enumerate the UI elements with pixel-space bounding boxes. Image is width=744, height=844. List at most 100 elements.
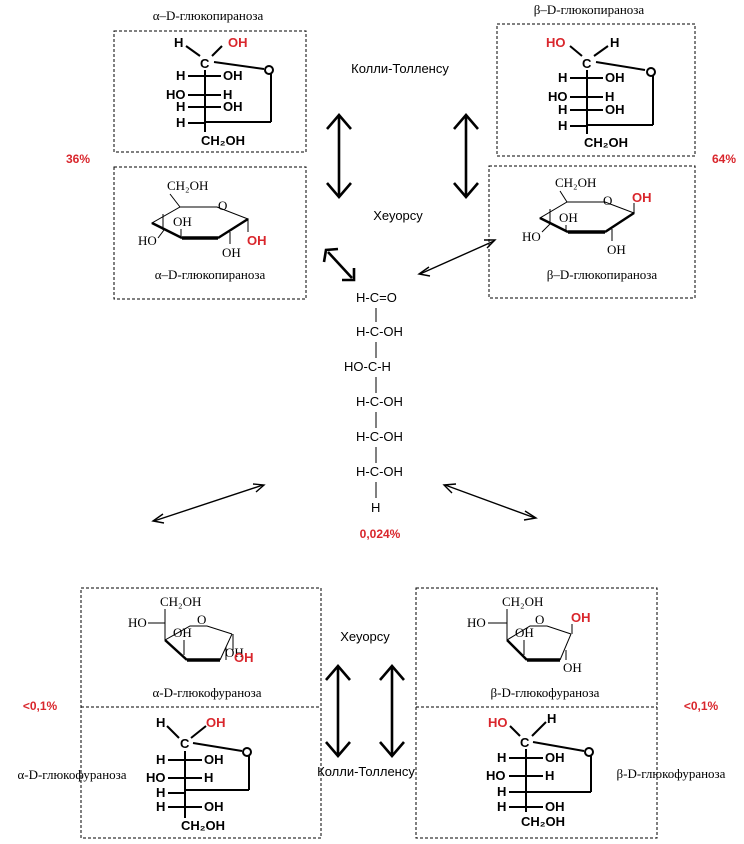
svg-text:H: H <box>558 118 567 133</box>
svg-text:C: C <box>200 56 210 71</box>
beta-furanose-tollens: HO H C H OH HO H H H OH CH₂OH <box>486 711 594 829</box>
beta-pyranose-haworth: CH₂OH O OH HO OH OH <box>522 175 652 257</box>
svg-text:CH₂OH: CH₂OH <box>502 594 543 609</box>
svg-text:HO: HO <box>548 89 568 104</box>
svg-text:O: O <box>218 198 227 213</box>
bottom-left-double-arrow <box>325 664 351 758</box>
svg-text:OH: OH <box>204 752 224 767</box>
svg-text:OH: OH <box>223 99 243 114</box>
svg-text:H: H <box>176 68 185 83</box>
svg-text:C: C <box>180 736 190 751</box>
svg-text:CH₂OH: CH₂OH <box>555 175 596 190</box>
svg-text:H: H <box>497 784 506 799</box>
alpha-pyranose-haworth: CH₂OH O OH HO OH OH <box>138 178 267 260</box>
projection-haworth-bottom: Хеуорсу <box>340 629 390 644</box>
beta-pyranose-tollens: HO H C H OH HO H H OH H CH₂OH <box>546 35 656 150</box>
svg-text:CH₂OH: CH₂OH <box>201 133 245 148</box>
svg-text:OH: OH <box>206 715 226 730</box>
svg-text:OH: OH <box>571 610 591 625</box>
open-chain-percent: 0,024% <box>360 527 401 541</box>
svg-text:H: H <box>176 99 185 114</box>
svg-text:OH: OH <box>605 70 625 85</box>
svg-text:HO-C-H: HO-C-H <box>344 359 391 374</box>
svg-text:OH: OH <box>225 645 244 660</box>
svg-text:CH₂OH: CH₂OH <box>584 135 628 150</box>
projection-tollens-top: Колли-Толленсу <box>351 61 449 76</box>
svg-text:OH: OH <box>545 799 565 814</box>
svg-text:HO: HO <box>486 768 506 783</box>
svg-text:CH₂OH: CH₂OH <box>167 178 208 193</box>
beta-pyranose-percent: 64% <box>712 152 736 166</box>
alpha-furanose-haworth: CH₂OH HO O OH OH OH <box>128 594 254 665</box>
svg-text:HO: HO <box>138 233 157 248</box>
svg-text:H-C-OH: H-C-OH <box>356 394 403 409</box>
alpha-furanose-percent: <0,1% <box>23 699 58 713</box>
svg-text:OH: OH <box>234 650 254 665</box>
beta-pyranose-chain-arrow <box>417 239 497 277</box>
svg-text:H-C-OH: H-C-OH <box>356 429 403 444</box>
svg-text:O: O <box>603 193 612 208</box>
svg-text:HO: HO <box>522 229 541 244</box>
alpha-pyranose-percent: 36% <box>66 152 90 166</box>
svg-text:HO: HO <box>128 615 147 630</box>
svg-text:OH: OH <box>632 190 652 205</box>
svg-text:HO: HO <box>146 770 166 785</box>
svg-text:OH: OH <box>222 245 241 260</box>
alpha-furanose-name: α-D-глюкофураноза <box>152 685 261 700</box>
svg-text:H: H <box>156 715 165 730</box>
svg-text:H-C=O: H-C=O <box>356 290 397 305</box>
top-left-double-arrow <box>326 113 352 199</box>
svg-text:OH: OH <box>247 233 267 248</box>
svg-text:OH: OH <box>563 660 582 675</box>
svg-text:O: O <box>197 612 206 627</box>
svg-text:H: H <box>610 35 619 50</box>
svg-text:H: H <box>497 750 506 765</box>
svg-text:OH: OH <box>607 242 626 257</box>
svg-text:H: H <box>174 35 183 50</box>
svg-text:OH: OH <box>605 102 625 117</box>
svg-text:HO: HO <box>546 35 566 50</box>
svg-text:CH₂OH: CH₂OH <box>181 818 225 833</box>
svg-text:OH: OH <box>173 625 192 640</box>
svg-text:H: H <box>547 711 556 726</box>
beta-pyranose-haworth-box <box>488 165 696 299</box>
svg-text:H: H <box>223 87 232 102</box>
beta-furanose-chain-arrow <box>442 483 538 521</box>
svg-text:H-C-OH: H-C-OH <box>356 464 403 479</box>
svg-text:H: H <box>605 89 614 104</box>
svg-text:OH: OH <box>223 68 243 83</box>
svg-text:H: H <box>545 768 554 783</box>
beta-pyranose-bottom-name: β–D-глюкопираноза <box>547 267 658 282</box>
svg-text:H: H <box>156 799 165 814</box>
svg-text:HO: HO <box>467 615 486 630</box>
alpha-pyranose-tollens: H OH C H OH HO H H OH H CH₂OH <box>166 35 274 148</box>
svg-text:OH: OH <box>545 750 565 765</box>
projection-haworth-top: Хеуорсу <box>373 208 423 223</box>
beta-pyranose-top-name: β–D-глюкопираноза <box>534 2 645 17</box>
svg-text:H: H <box>558 70 567 85</box>
alpha-pyranose-top-name: α–D-глюкопираноза <box>153 8 264 23</box>
svg-text:OH: OH <box>204 799 224 814</box>
svg-text:H: H <box>156 752 165 767</box>
beta-furanose-haworth: CH₂OH HO O OH OH OH <box>467 594 591 675</box>
open-chain-glucose: H-C=O H-C-OH HO-C-H H-C-OH H-C-OH H-C-OH… <box>344 290 403 515</box>
svg-text:HO: HO <box>488 715 508 730</box>
svg-text:H: H <box>204 770 213 785</box>
svg-text:OH: OH <box>515 625 534 640</box>
alpha-furanose-side-name: α-D-глюкофураноза <box>17 767 126 782</box>
beta-furanose-box <box>415 587 658 839</box>
svg-text:OH: OH <box>559 210 578 225</box>
beta-furanose-name: β-D-глюкофураноза <box>491 685 600 700</box>
alpha-furanose-tollens: H OH C H OH HO H H H OH CH₂OH <box>146 715 252 833</box>
alpha-pyranose-haworth-box <box>113 166 307 300</box>
svg-text:H: H <box>156 785 165 800</box>
svg-text:H-C-OH: H-C-OH <box>356 324 403 339</box>
svg-text:H: H <box>371 500 380 515</box>
alpha-pyranose-bottom-name: α–D-глюкопираноза <box>155 267 266 282</box>
svg-text:H: H <box>497 799 506 814</box>
bottom-right-double-arrow <box>379 664 405 758</box>
svg-text:O: O <box>535 612 544 627</box>
svg-text:CH₂OH: CH₂OH <box>521 814 565 829</box>
top-right-double-arrow <box>453 113 479 199</box>
